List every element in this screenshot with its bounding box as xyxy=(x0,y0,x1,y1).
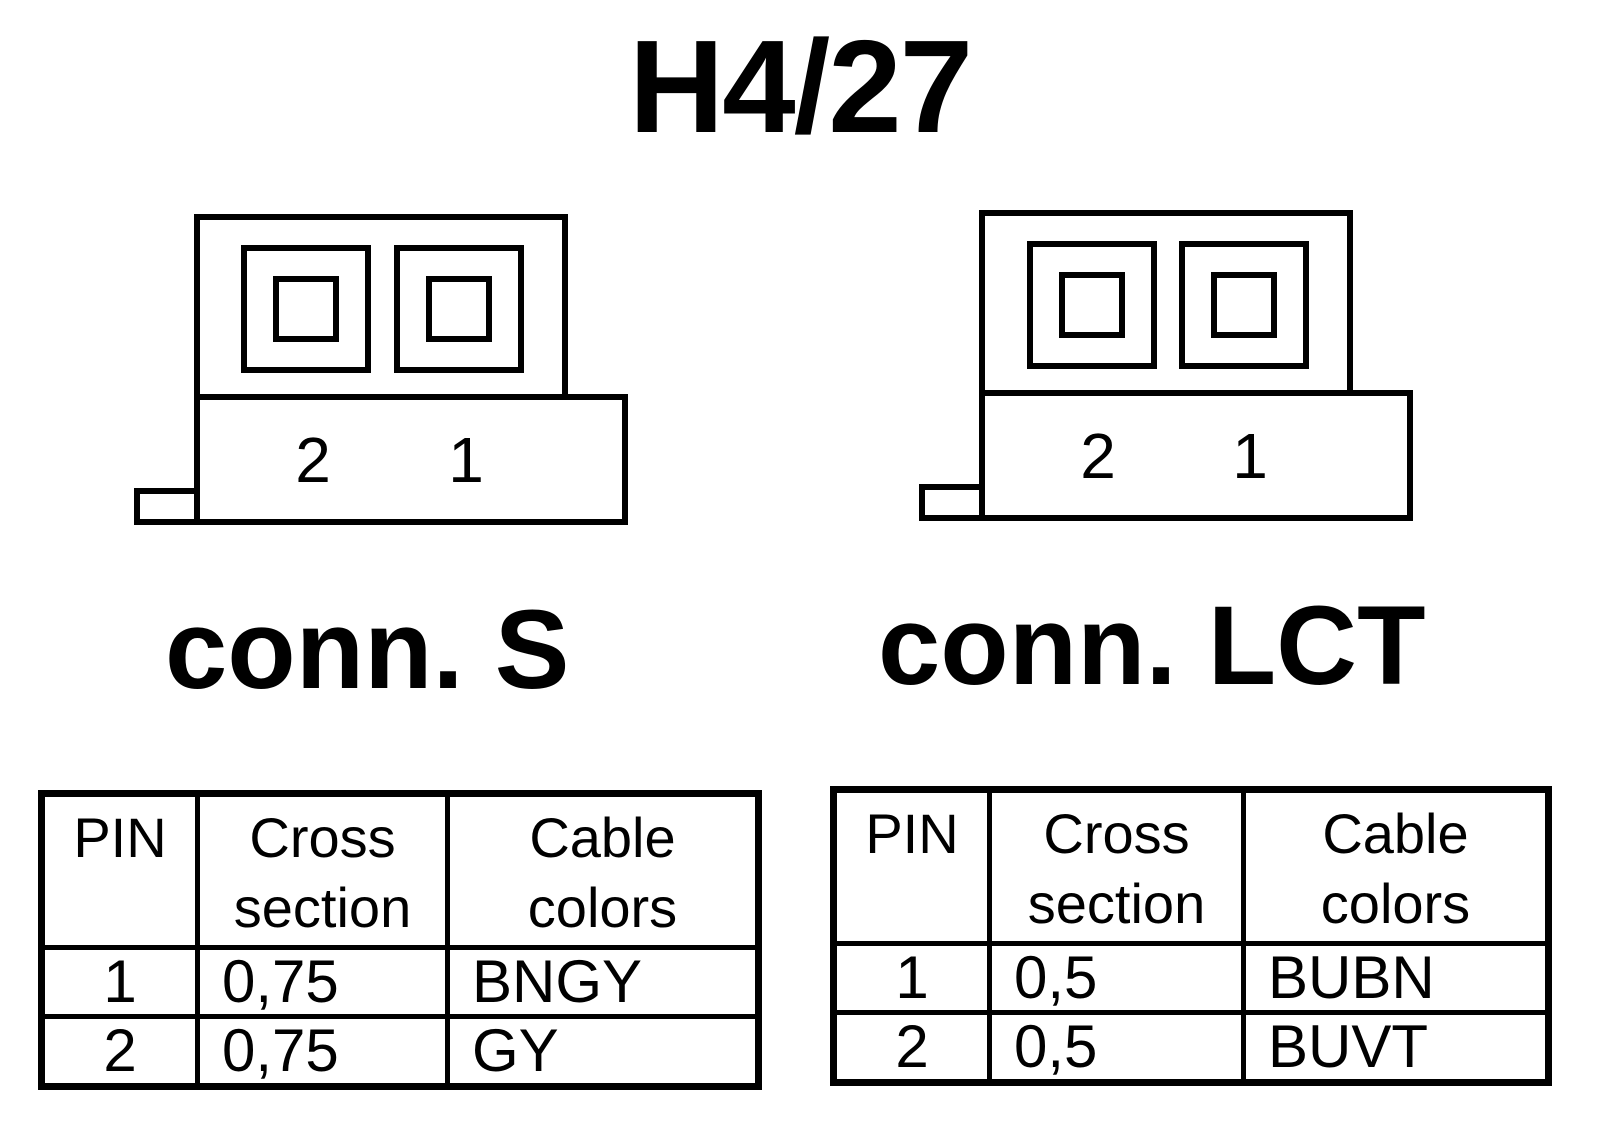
connector-s-cavity-1 xyxy=(394,245,524,373)
table-row: 1 0,75 BNGY xyxy=(39,945,761,1019)
cross-section-cell: 0,75 xyxy=(195,945,450,1019)
cross-section-cell: 0,5 xyxy=(987,941,1246,1015)
connector-lct-housing-base xyxy=(979,390,1413,521)
connector-s-latch-tab xyxy=(134,488,200,525)
connector-s-terminal-1 xyxy=(426,276,492,342)
connector-s-pin-label-2: 2 xyxy=(295,424,331,496)
table-row: 2 0,75 GY xyxy=(39,1014,761,1089)
connector-s-drawing xyxy=(134,214,628,525)
connector-lct-cavity-2 xyxy=(1027,241,1157,369)
connector-lct-pin-label-2: 2 xyxy=(1080,420,1116,492)
connector-lct-cavity-1 xyxy=(1179,241,1309,369)
connector-s-housing-base xyxy=(194,394,628,525)
connector-s-label: conn. S xyxy=(165,587,570,712)
connector-lct-terminal-2 xyxy=(1059,272,1125,338)
pin-cell: 1 xyxy=(39,945,200,1019)
connector-lct-latch-tab xyxy=(919,484,985,521)
cross-section-cell: 0,75 xyxy=(195,1014,450,1089)
header-pin: PIN xyxy=(831,787,992,946)
connector-lct-terminal-1 xyxy=(1211,272,1277,338)
table-row: 1 0,5 BUBN xyxy=(831,941,1551,1015)
connector-lct-label: conn. LCT xyxy=(878,583,1426,708)
cable-color-cell: BUVT xyxy=(1241,1010,1551,1085)
connector-s-cavity-2 xyxy=(241,245,371,373)
diagram-title: H4/27 xyxy=(628,13,973,160)
connector-s-terminal-2 xyxy=(273,276,339,342)
cable-color-cell: BUBN xyxy=(1241,941,1551,1015)
cable-color-cell: BNGY xyxy=(445,945,761,1019)
connector-lct-drawing xyxy=(919,210,1413,521)
cable-color-cell: GY xyxy=(445,1014,761,1089)
pin-cell: 1 xyxy=(831,941,992,1015)
connector-lct-pin-label-1: 1 xyxy=(1232,420,1268,492)
pin-cell: 2 xyxy=(831,1010,992,1085)
header-pin: PIN xyxy=(39,791,200,950)
connector-s-pin-label-1: 1 xyxy=(448,424,484,496)
cross-section-cell: 0,5 xyxy=(987,1010,1246,1085)
pin-cell: 2 xyxy=(39,1014,200,1089)
table-row: 2 0,5 BUVT xyxy=(831,1010,1551,1085)
